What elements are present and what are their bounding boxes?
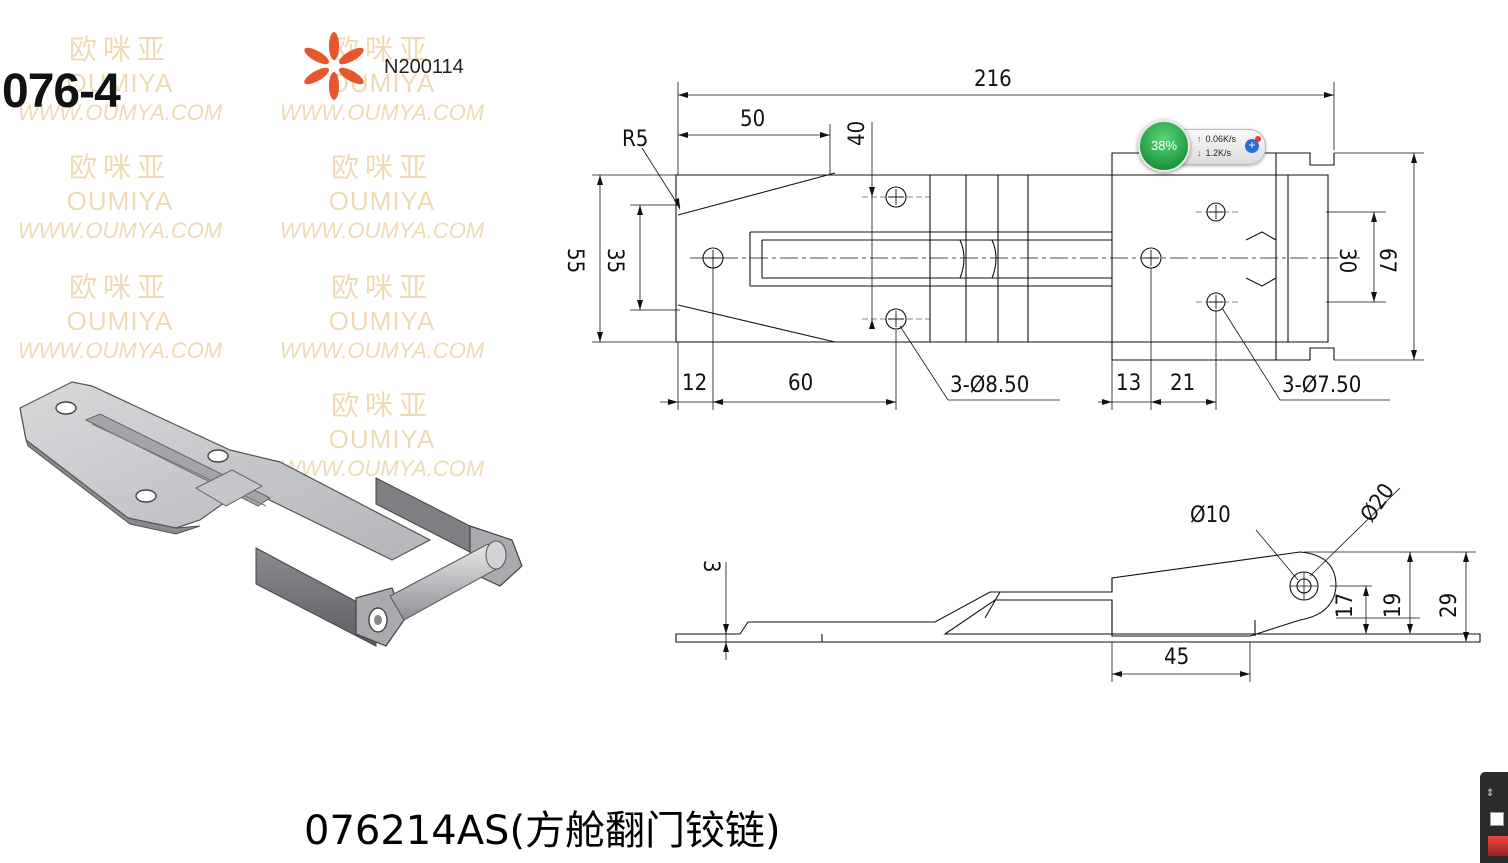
side-toolbar-gadget[interactable]: ⇕ (1480, 772, 1508, 863)
dim-13: 13 (1116, 371, 1141, 396)
dim-overall-length: 216 (974, 67, 1012, 92)
upload-speed-value: 0.06K/s (1205, 134, 1237, 144)
dim-55: 55 (562, 248, 587, 273)
dim-19: 19 (1381, 593, 1406, 618)
dim-pin-dia: Ø10 (1190, 503, 1231, 528)
color-swatch-icon[interactable] (1490, 812, 1504, 826)
upload-speed: ↑0.06K/s (1197, 134, 1236, 144)
holes-left-callout: 3-Ø8.50 (950, 373, 1029, 398)
notification-dot-icon (1255, 136, 1261, 142)
dim-thickness: 3 (698, 560, 723, 573)
holes-right-callout: 3-Ø7.50 (1282, 373, 1361, 398)
accelerate-plus-icon[interactable]: + (1245, 139, 1259, 153)
product-caption: 076214AS(方舱翻门铰链) (304, 808, 781, 854)
expand-arrows-icon[interactable]: ⇕ (1486, 788, 1495, 799)
part-number: 076-4 (2, 65, 121, 118)
top-view-plate-edges (930, 174, 1112, 343)
dim-29: 29 (1437, 593, 1462, 618)
side-view-profile (675, 551, 1481, 643)
brand-logo-icon (304, 32, 364, 100)
dim-12: 12 (682, 371, 707, 396)
dim-17: 17 (1333, 593, 1358, 618)
dim-40: 40 (845, 121, 870, 146)
dim-30: 30 (1334, 248, 1359, 273)
dim-knuckle-dia: Ø20 (1356, 479, 1400, 527)
download-speed-value: 1.2K/s (1205, 148, 1232, 158)
top-view-bracket (1111, 152, 1277, 361)
cpu-usage-ball[interactable]: 38% (1138, 120, 1190, 172)
dim-35: 35 (602, 248, 627, 273)
product-code: N200114 (384, 56, 464, 78)
dim-21: 21 (1170, 371, 1195, 396)
network-speed-widget[interactable]: ↑0.06K/s ↓1.2K/s + 38% (1138, 120, 1266, 172)
upload-arrow-icon: ↑ (1197, 134, 1202, 144)
download-speed: ↓1.2K/s (1197, 148, 1231, 158)
dim-r5: R5 (622, 127, 648, 152)
dim-45: 45 (1164, 645, 1189, 670)
dim-67: 67 (1374, 248, 1399, 273)
top-view-plate-outline (675, 174, 931, 343)
download-arrow-icon: ↓ (1197, 148, 1202, 158)
hinge-3d-render (19, 381, 523, 647)
dim-60: 60 (788, 371, 813, 396)
dim-50: 50 (740, 107, 765, 132)
red-swatch-icon[interactable] (1488, 836, 1508, 856)
